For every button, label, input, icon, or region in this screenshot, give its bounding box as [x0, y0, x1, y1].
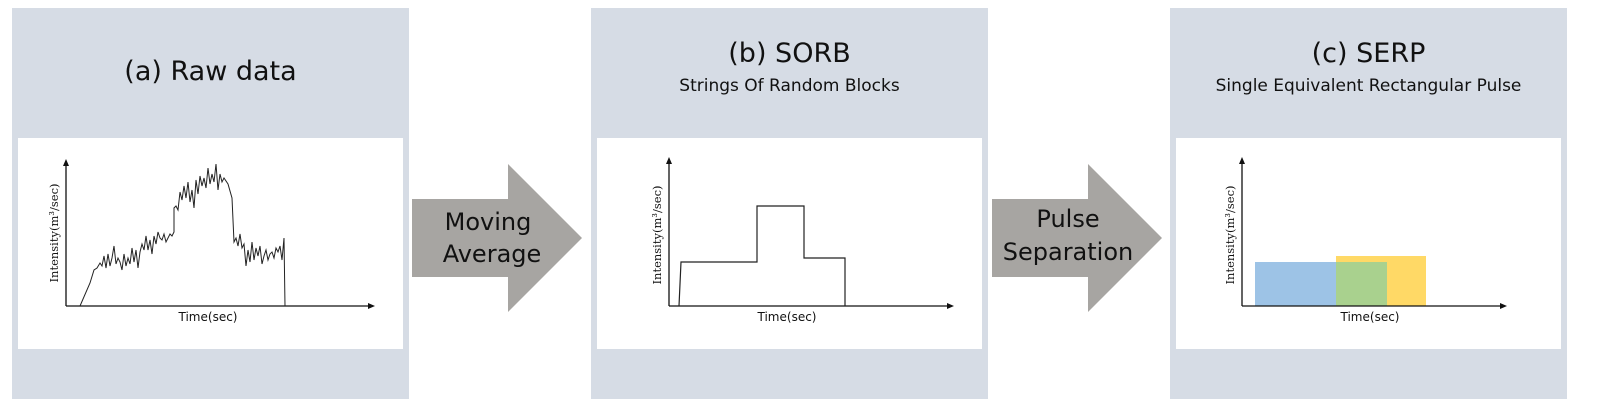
raw-signal-line	[79, 163, 286, 307]
raw-data-chart: Time(sec) Intensity(m³/sec)	[47, 159, 375, 324]
sorb-chart: Time(sec) Intensity(m³/sec)	[650, 157, 954, 324]
panel-title: (a) Raw data	[124, 56, 297, 87]
panel-serp: (c) SERP Single Equivalent Rectangular P…	[1170, 8, 1567, 399]
y-axis-arrowhead	[666, 157, 672, 164]
arrow-shape	[992, 164, 1162, 312]
x-axis-label: Time(sec)	[178, 310, 238, 324]
panel-title: (c) SERP	[1311, 38, 1426, 69]
panel-subtitle: Strings Of Random Blocks	[679, 76, 900, 96]
y-axis-label: Intensity(m³/sec)	[1223, 186, 1237, 285]
arrow-shape	[412, 164, 582, 312]
arrow-label-line1: Moving	[445, 208, 532, 236]
x-axis-arrowhead	[1500, 303, 1507, 309]
y-axis-label: Intensity(m³/sec)	[47, 184, 61, 283]
x-axis-arrowhead	[947, 303, 954, 309]
y-axis-arrowhead	[63, 159, 69, 166]
serp-chart: Time(sec) Intensity(m³/sec)	[1223, 157, 1507, 324]
arrow-label-line2: Separation	[1003, 238, 1134, 266]
x-axis-arrowhead	[368, 303, 375, 309]
y-axis-arrowhead	[1239, 157, 1245, 164]
arrow-label-line1: Pulse	[1036, 205, 1099, 233]
pulse-separation-arrow: Pulse Separation	[992, 164, 1162, 312]
plot-serp: Time(sec) Intensity(m³/sec)	[1176, 138, 1561, 349]
moving-average-arrow: Moving Average	[412, 164, 582, 312]
x-axis-label: Time(sec)	[1340, 310, 1400, 324]
plot-raw-data: Time(sec) Intensity(m³/sec)	[18, 138, 403, 349]
plot-sorb: Time(sec) Intensity(m³/sec)	[597, 138, 982, 349]
arrow-label-line2: Average	[443, 240, 542, 268]
block-signal-line	[678, 205, 846, 307]
pulse-block-overlap	[1336, 262, 1387, 306]
panel-subtitle: Single Equivalent Rectangular Pulse	[1215, 76, 1522, 96]
panel-sorb: (b) SORB Strings Of Random Blocks Time(s…	[591, 8, 988, 399]
y-axis-label: Intensity(m³/sec)	[650, 186, 664, 285]
x-axis-label: Time(sec)	[757, 310, 817, 324]
panel-title: (b) SORB	[728, 38, 851, 69]
panel-raw-data: (a) Raw data Time(sec) Intensity(m³/sec)	[12, 8, 409, 399]
